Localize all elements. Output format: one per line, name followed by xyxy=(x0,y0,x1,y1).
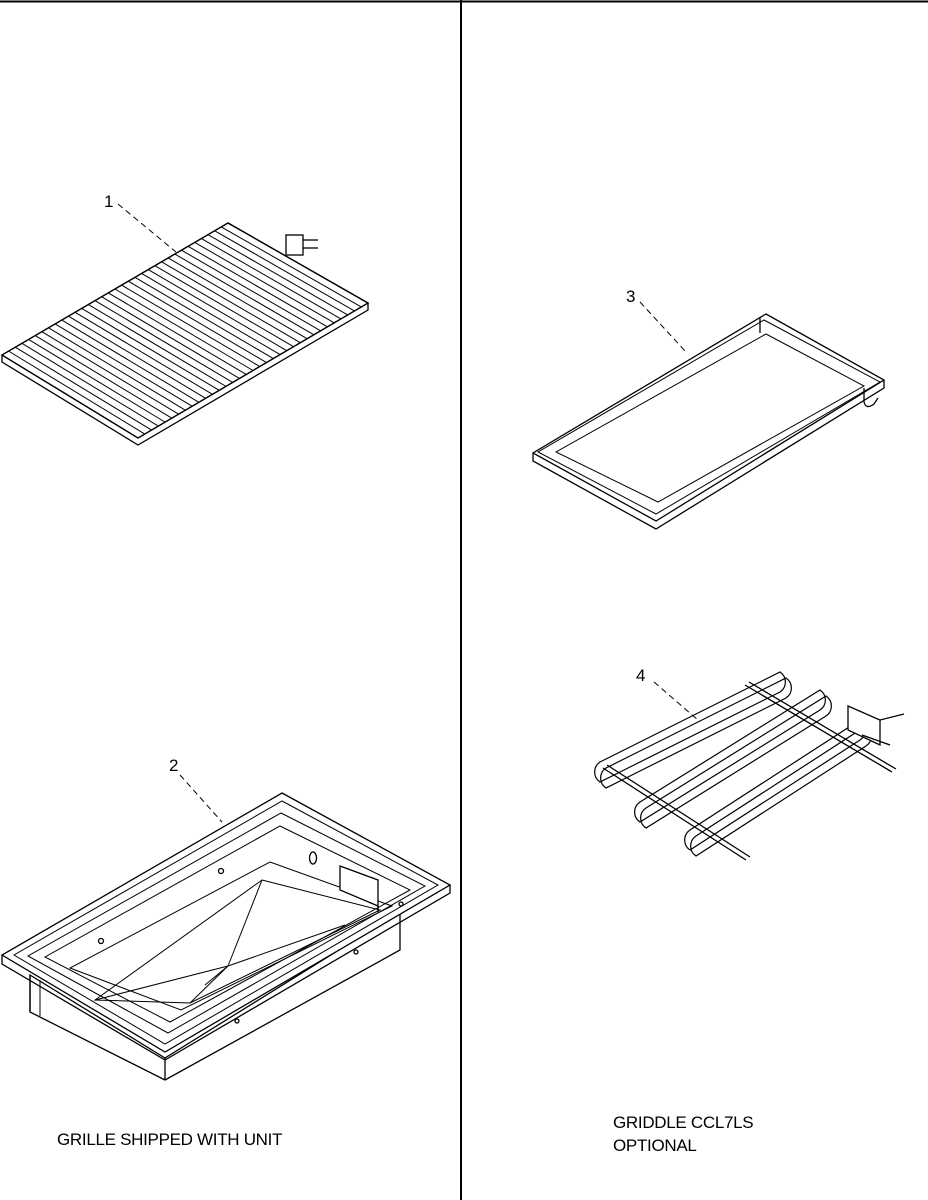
element-coil xyxy=(594,671,786,783)
grille-rib xyxy=(81,307,220,391)
grille-rib xyxy=(68,315,206,399)
grille-rib xyxy=(147,269,288,352)
grille-rib xyxy=(61,319,200,403)
part-2-pan xyxy=(0,792,452,1081)
grille-rib xyxy=(74,311,213,395)
grille-rib xyxy=(88,304,227,387)
callout-3: 3 xyxy=(626,287,635,306)
grille-rib xyxy=(108,292,247,375)
grille-rib xyxy=(121,284,261,367)
caption-griddle-model: GRIDDLE CCL7LS xyxy=(613,1113,753,1132)
grille-rib xyxy=(15,346,152,431)
grille-rib xyxy=(141,273,281,356)
plug-icon xyxy=(285,234,318,256)
grille-rib xyxy=(128,280,267,363)
part-1-grille xyxy=(0,222,370,446)
grille-rib xyxy=(207,234,348,316)
grille-rib xyxy=(181,249,321,332)
element-coil xyxy=(600,677,792,789)
grille-rib xyxy=(221,226,362,308)
leader-1 xyxy=(117,203,177,253)
grille-rib xyxy=(194,241,335,324)
part-4-heating-element xyxy=(594,671,905,861)
leader-4 xyxy=(653,681,699,721)
callout-1: 1 xyxy=(104,192,113,211)
grille-rib xyxy=(8,350,146,435)
leader-2 xyxy=(179,774,223,823)
grille-rib xyxy=(134,276,274,360)
grille-rib xyxy=(214,230,355,312)
part-3-griddle xyxy=(531,313,886,530)
grille-rib xyxy=(101,296,240,379)
grille-rib xyxy=(34,335,173,419)
grille-rib xyxy=(94,300,233,383)
grille-rib xyxy=(114,288,254,371)
grille-rib xyxy=(174,253,315,336)
grille-rib xyxy=(161,261,301,344)
grille-rib xyxy=(41,331,179,415)
caption-grille-shipped: GRILLE SHIPPED WITH UNIT xyxy=(57,1130,282,1149)
grille-rib xyxy=(201,238,342,320)
element-coil xyxy=(640,695,832,829)
grille-rib xyxy=(28,339,166,423)
grille-rib xyxy=(48,327,186,411)
grille-rib xyxy=(154,265,294,348)
grille-rib xyxy=(54,323,193,407)
grille-rib xyxy=(21,342,159,427)
callout-2: 2 xyxy=(169,756,178,775)
leader-3 xyxy=(639,301,687,353)
element-coil xyxy=(634,689,826,823)
terminal-block-icon xyxy=(847,705,905,747)
callout-4: 4 xyxy=(636,666,645,685)
caption-griddle-optional: OPTIONAL xyxy=(613,1136,697,1155)
grille-rib xyxy=(167,257,308,340)
grille-rib xyxy=(187,245,328,328)
